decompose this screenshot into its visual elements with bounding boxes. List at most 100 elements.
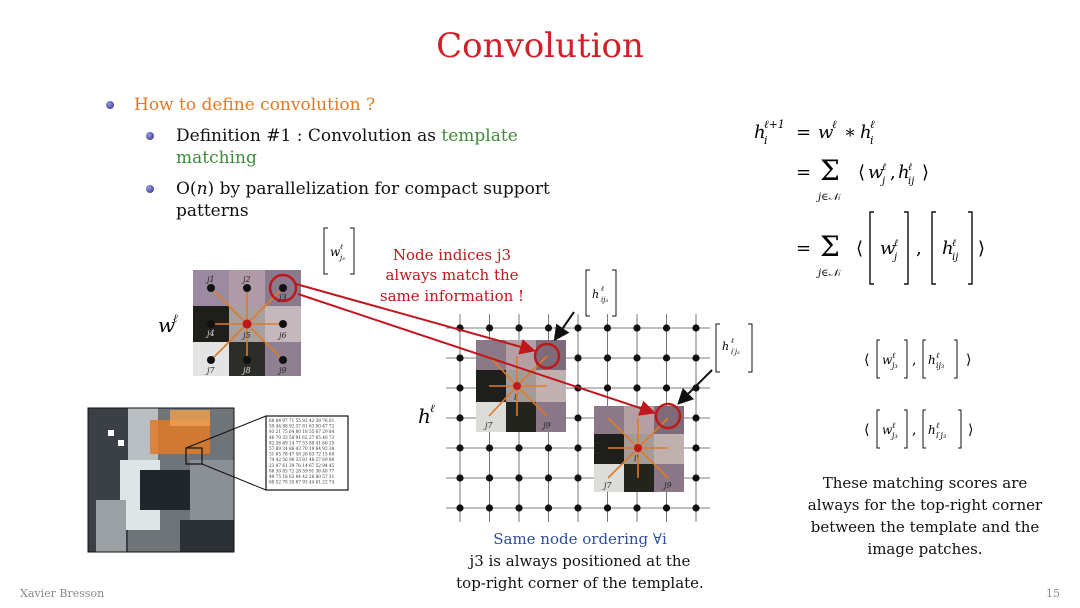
ordering-note: Same node ordering ∀i j3 is always posit… [430,528,730,594]
svg-text:ℓ: ℓ [730,337,734,345]
pixel-matrix-row: 49 75 18 63 84 42 26 80 57 31 [269,474,335,479]
grid-node [485,324,494,332]
svg-text:ℓ+1: ℓ+1 [764,118,785,131]
grid-node [515,444,523,452]
patch-node-label: j9 [662,481,672,490]
svg-text:,: , [890,162,896,183]
author-footer: Xavier Bresson [20,587,105,600]
svg-text:ℓ: ℓ [832,118,837,131]
svg-text:i′j₃: i′j₃ [936,431,946,440]
svg-text:h: h [928,353,936,367]
svg-text:h: h [928,423,936,437]
pixel-matrix-row: 59 44 88 92 37 81 63 50 47 72 [269,424,335,429]
grid-node [692,354,700,362]
svg-text:ℓ: ℓ [936,351,940,360]
template-node-label: j1 [205,275,215,284]
template-node-label: j2 [241,275,251,284]
svg-text:ℓ: ℓ [892,351,896,360]
svg-text:ij: ij [908,176,914,187]
grid-node [456,504,464,512]
svg-text:h: h [898,162,910,183]
svg-text:ℓ: ℓ [936,421,940,430]
node-indices-line: always match the [385,266,518,284]
svg-text:⟨: ⟨ [864,422,869,438]
grid-node [456,474,464,482]
pixel-image [87,407,235,553]
svg-text:ℓ: ℓ [339,243,343,251]
grid-node [456,354,464,362]
svg-text:j: j [892,252,897,263]
grid-node [692,444,700,452]
scores-note-line: between the template and the [810,518,1040,536]
svg-text:ℓ: ℓ [894,238,898,249]
grid-node [574,504,582,512]
svg-text:ℓ: ℓ [870,118,875,131]
svg-text:⟨: ⟨ [856,238,863,259]
svg-text:=: = [796,162,811,183]
patch-node-label: j7 [602,481,612,490]
graph-label-sup: ℓ [430,402,435,415]
h-ij3-label: h ℓ ij₃ [585,269,617,317]
grid-node [544,444,553,452]
svg-text:ℓ: ℓ [882,162,886,173]
grid-node [485,474,494,482]
svg-text:Σ: Σ [820,154,840,187]
svg-text:,: , [912,422,916,438]
grid-node [485,504,494,512]
pixel-matrix-row: 23 87 61 39 76 14 67 52 94 45 [269,463,335,468]
svg-text:⟨: ⟨ [858,162,865,183]
svg-text:h: h [722,340,729,353]
bullet-text: ) by parallelization for compact support… [176,179,550,221]
image-patch-i-prime: j7 i' j9 [594,402,684,492]
grid-node [515,324,523,332]
svg-text:⟩: ⟩ [966,352,971,368]
svg-text:w: w [818,122,834,143]
node-indices-line: same information ! [380,287,524,305]
svg-text:i: i [764,134,768,147]
scores-note-line: These matching scores are [822,474,1028,492]
grid-node [574,324,582,332]
svg-text:ij₃: ij₃ [936,361,944,370]
pixel-matrix-row: 93 21 75 64 80 18 55 67 29 84 [269,429,335,434]
pixel-matrix-row: 57 89 24 86 43 70 19 64 92 38 [269,446,335,451]
template-patch: j1 j2 j3 j4 j5 j6 j7 j8 j9 [193,270,301,376]
grid-node [515,474,523,482]
scores-note-line: image patches. [867,540,983,558]
grid-node [603,354,612,362]
grid-node [633,384,641,392]
grid-node [662,324,671,332]
grid-node [456,384,464,392]
patch-node-label: i' [634,454,639,463]
bullet-list: How to define convolution ? Definition #… [104,94,564,222]
w-j3-label: w ℓ j₃ [323,227,355,275]
template-node-label: j6 [277,331,287,340]
svg-text:j₃: j₃ [890,361,898,370]
template-label: w [158,313,175,337]
svg-text:h: h [592,288,599,301]
svg-text:ℓ: ℓ [892,421,896,430]
grid-node [574,444,582,452]
svg-text:w: w [880,238,896,259]
svg-text:j∈𝒩ᵢ: j∈𝒩ᵢ [816,268,842,279]
ordering-line: top-right corner of the template. [456,574,704,592]
template-node-label: j4 [205,329,215,338]
template-node-label: j7 [205,366,215,375]
grid-node [574,414,582,422]
template-matching-highlight: template matching [176,126,518,168]
ordering-line: j3 is always positioned at the [469,552,691,570]
bullet-how-to-define: How to define convolution ? [104,94,564,116]
grid-node [456,414,464,422]
pixel-matrix-row: 66 30 85 72 28 59 91 36 48 77 [269,468,335,473]
bullet-dot-icon [146,185,154,193]
grid-node [603,324,612,332]
grid-node [574,354,582,362]
grid-node [456,444,464,452]
svg-text:ℓ: ℓ [952,238,956,249]
grid-node [633,354,641,362]
svg-text:ℓ: ℓ [908,162,912,173]
pixel-matrix-row: 46 70 33 58 91 62 27 85 40 73 [269,435,335,440]
svg-text:⟩: ⟩ [922,162,929,183]
ordering-title: Same node ordering ∀i [493,530,667,548]
pixel-matrix-row: 74 42 56 90 33 81 48 27 69 86 [269,457,335,462]
